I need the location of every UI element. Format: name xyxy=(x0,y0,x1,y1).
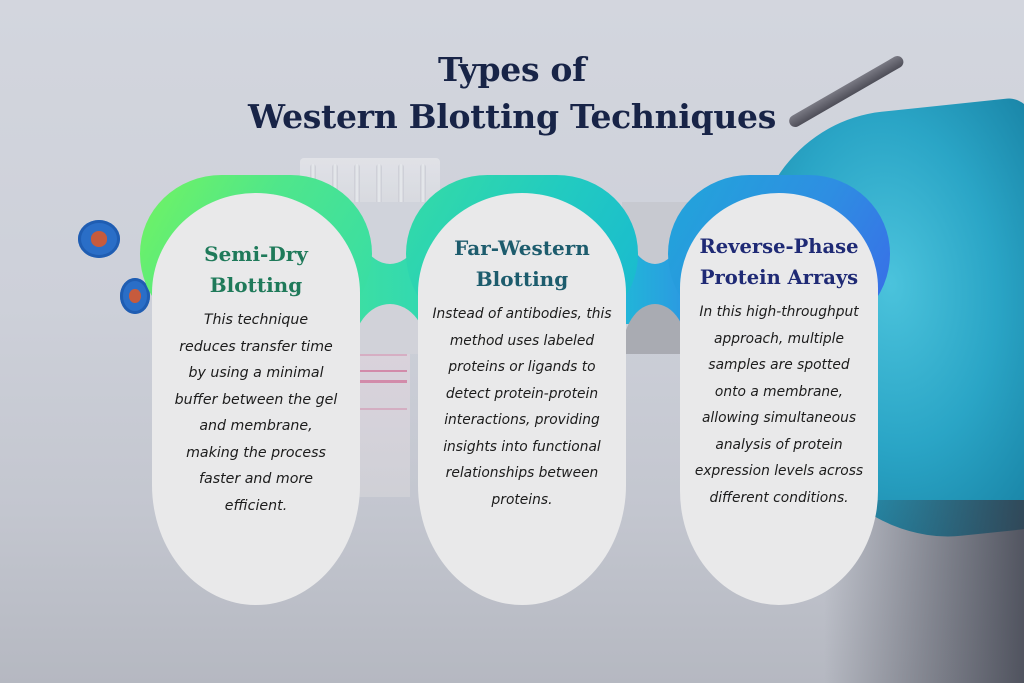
card-description: In this high-throughput approach, multip… xyxy=(694,304,864,506)
title-line-1: Types of xyxy=(437,50,587,89)
card-heading: Reverse-Phase Protein Arrays xyxy=(699,235,859,289)
card-body: Reverse-Phase Protein Arrays In this hig… xyxy=(680,193,878,605)
card-body: Semi-Dry Blotting This technique reduces… xyxy=(152,193,360,605)
technique-card-reverse-phase: Reverse-Phase Protein Arrays In this hig… xyxy=(668,175,890,605)
page-title: Types of Western Blotting Techniques xyxy=(0,46,1024,140)
technique-card-far-western: Far-Western Blotting Instead of antibodi… xyxy=(406,175,638,605)
card-heading: Far-Western Blotting xyxy=(454,236,590,291)
card-heading: Semi-Dry Blotting xyxy=(204,242,308,297)
card-description: This technique reduces transfer time by … xyxy=(174,312,338,514)
technique-card-semi-dry: Semi-Dry Blotting This technique reduces… xyxy=(140,175,372,605)
card-description: Instead of antibodies, this method uses … xyxy=(432,306,612,508)
title-line-2: Western Blotting Techniques xyxy=(248,97,776,136)
card-body: Far-Western Blotting Instead of antibodi… xyxy=(418,193,626,605)
vial-image xyxy=(78,220,120,258)
